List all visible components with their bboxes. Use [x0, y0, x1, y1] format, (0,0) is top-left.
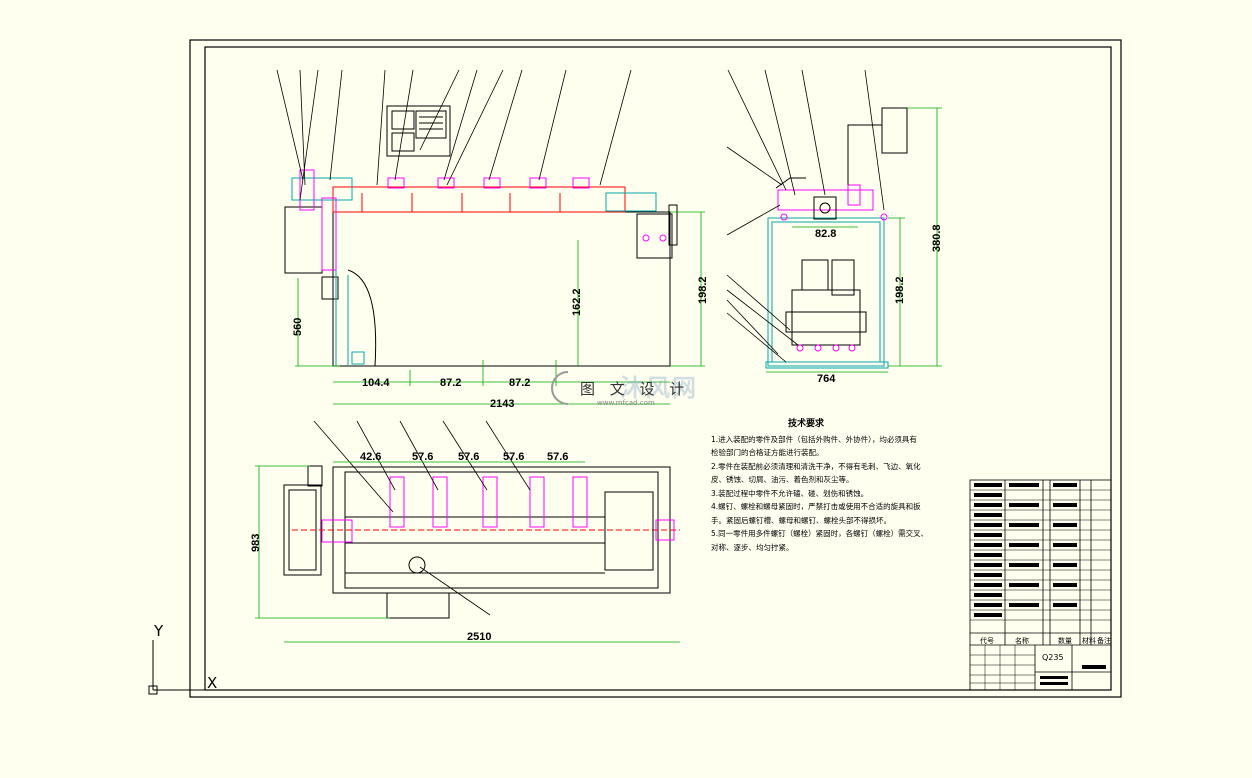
notes-line: 1.进入装配的零件及部件（包括外购件、外协件），均必须具有 [711, 434, 917, 444]
ucs-icon [148, 640, 205, 695]
dim-side-base-width: 764 [817, 373, 836, 385]
dim-side-height: 198.2 [894, 276, 906, 304]
title-block-col-qty: 数量 [1058, 637, 1072, 645]
front-view [276, 69, 705, 405]
notes-line: 2.零件在装配前必须清理和清洗干净，不得有毛刺、飞边、氧化 [711, 461, 921, 471]
top-view [255, 420, 680, 643]
dim-front-right-height: 198.2 [697, 276, 709, 304]
dim-top-seg4: 57.6 [503, 451, 525, 463]
title-block-col-remark: 备注 [1097, 637, 1111, 645]
dim-top-seg1: 42.6 [360, 451, 382, 463]
notes-line: 手。紧固后螺钉槽、螺母和螺钉、螺栓头部不得损坏。 [711, 515, 891, 525]
ucs-y-label: Y [154, 622, 164, 640]
watermark-url: www.mfcad.com [597, 399, 655, 407]
notes-line: 皮、锈蚀、切屑、油污、着色剂和灰尘等。 [711, 475, 854, 484]
dim-top-seg5: 57.6 [547, 451, 569, 463]
dim-side-overall-height: 380.8 [931, 224, 943, 252]
notes-line: 检验部门的合格证方能进行装配。 [711, 448, 824, 457]
title-block-material: Q235 [1042, 653, 1064, 662]
inner-border [204, 46, 1112, 691]
ucs-x-label: X [207, 674, 218, 692]
dim-front-seg2: 87.2 [440, 377, 462, 389]
watermark-logo-icon [551, 371, 569, 405]
dim-top-seg2: 57.6 [412, 451, 434, 463]
dim-top-overall: 2510 [467, 631, 492, 643]
notes-line: 5.同一零件用多件螺钉（螺栓）紧固时，各螺钉（螺栓）需交叉、 [711, 529, 929, 538]
dim-top-seg3: 57.6 [458, 451, 480, 463]
notes-line: 3.装配过程中零件不允许磕、碰、划伤和锈蚀。 [711, 488, 869, 498]
title-block-col-material: 材料 [1082, 637, 1096, 645]
technical-requirements: 技术要求 1.进入装配的零件及部件（包括外购件、外协件），均必须具有 检验部门的… [711, 418, 929, 554]
notes-line: 4.螺钉、螺栓和螺母紧固时，严禁打击或使用不合适的旋具和扳 [711, 502, 921, 511]
dim-front-seg3: 87.2 [509, 377, 531, 389]
notes-title: 技术要求 [787, 419, 824, 429]
side-view [726, 69, 942, 373]
outer-border [189, 39, 1122, 698]
title-block-col-name: 名称 [1015, 637, 1029, 645]
dim-side-width-top: 82.8 [815, 228, 837, 240]
dim-front-overall: 2143 [490, 398, 515, 410]
watermark-logo-chars: 沐风网 [620, 374, 698, 402]
watermark-text: 图 文 设 计 [580, 380, 690, 398]
dim-front-seg1: 104.4 [362, 377, 390, 389]
title-block-col-code: 代号 [980, 637, 994, 645]
dim-front-inner-height: 162.2 [571, 288, 583, 316]
notes-line: 对称、逐步、均匀拧紧。 [711, 542, 794, 552]
title-block [969, 479, 1112, 691]
dim-top-depth: 983 [250, 533, 262, 552]
dim-front-height-left: 560 [292, 317, 304, 336]
